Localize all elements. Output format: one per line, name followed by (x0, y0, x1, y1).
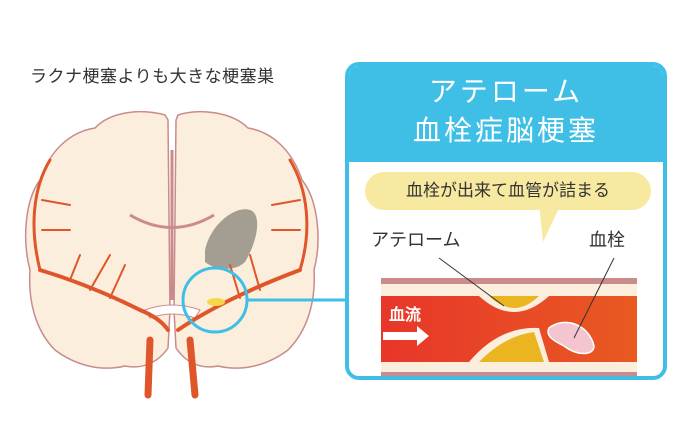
ventricle (129, 150, 215, 300)
blood-clot-icon (547, 321, 595, 355)
infarct-icon (205, 209, 258, 269)
panel-title-line1: アテローム (428, 75, 584, 108)
flow-arrow-icon (383, 326, 429, 346)
label-atheroma: アテローム (371, 230, 461, 251)
label-blood-flow: 血流 (389, 305, 421, 324)
brain-cross-section-illustration (24, 110, 345, 399)
plaque-spot-icon (207, 298, 225, 306)
bubble-tail-icon (539, 204, 561, 242)
blood-vessel-diagram: 血流 (381, 257, 637, 376)
atheroma-bottom-icon (479, 332, 544, 362)
atheroma-top-icon (489, 296, 539, 308)
left-caption: ラクナ梗塞よりも大きな梗塞巣 (30, 67, 275, 87)
info-panel: アテローム 血栓症脳梗塞 血栓が出来て血管が詰まる アテローム 血栓 血流 (345, 62, 667, 380)
label-clot: 血栓 (589, 230, 625, 251)
magnifier-circle (181, 266, 249, 334)
panel-header: アテローム 血栓症脳梗塞 (349, 66, 663, 162)
artery-network (32, 158, 309, 399)
panel-title-line2: 血栓症脳梗塞 (412, 114, 599, 147)
speech-bubble: 血栓が出来て血管が詰まる (365, 172, 651, 210)
